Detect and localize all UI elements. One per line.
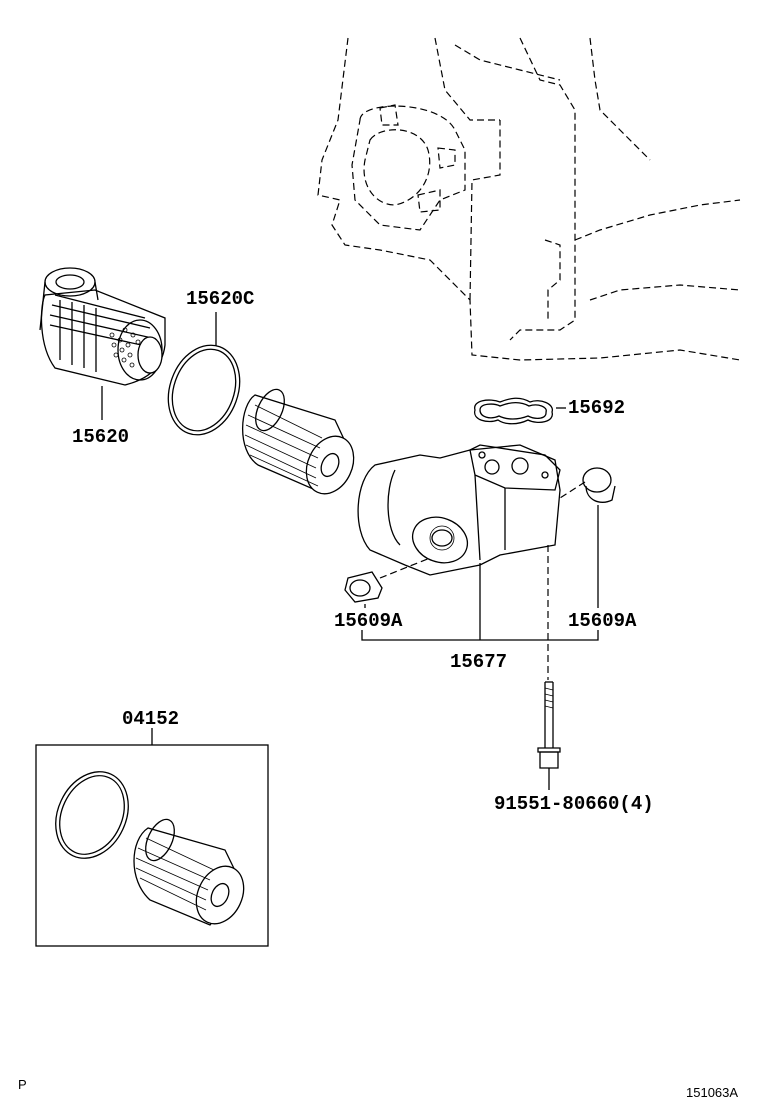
part-label-15677: 15677 [450,651,508,673]
gasket-15692 [474,397,566,425]
corner-label: P [18,1077,27,1092]
part-label-15609A-left: 15609A [334,610,403,632]
plug-15609A-left [344,557,431,608]
engine-block-outline [317,37,741,361]
bolt-91551 [537,681,561,790]
part-label-15609A-right: 15609A [568,610,637,632]
filter-cap-15620 [39,267,166,420]
part-label-15620: 15620 [72,426,130,448]
part-label-91551-80660: 91551-80660(4) [494,793,654,815]
part-label-04152: 04152 [122,708,180,730]
leader-bracket [361,630,599,641]
o-ring-15620C [167,312,241,436]
figure-code: 151063A [686,1085,739,1100]
plug-15609A-right [559,467,616,608]
filter-housing-15677 [357,444,561,680]
filter-element [241,388,355,495]
part-label-15692: 15692 [568,397,626,419]
part-label-15620C: 15620C [186,288,255,310]
kit-box-04152 [35,728,269,947]
